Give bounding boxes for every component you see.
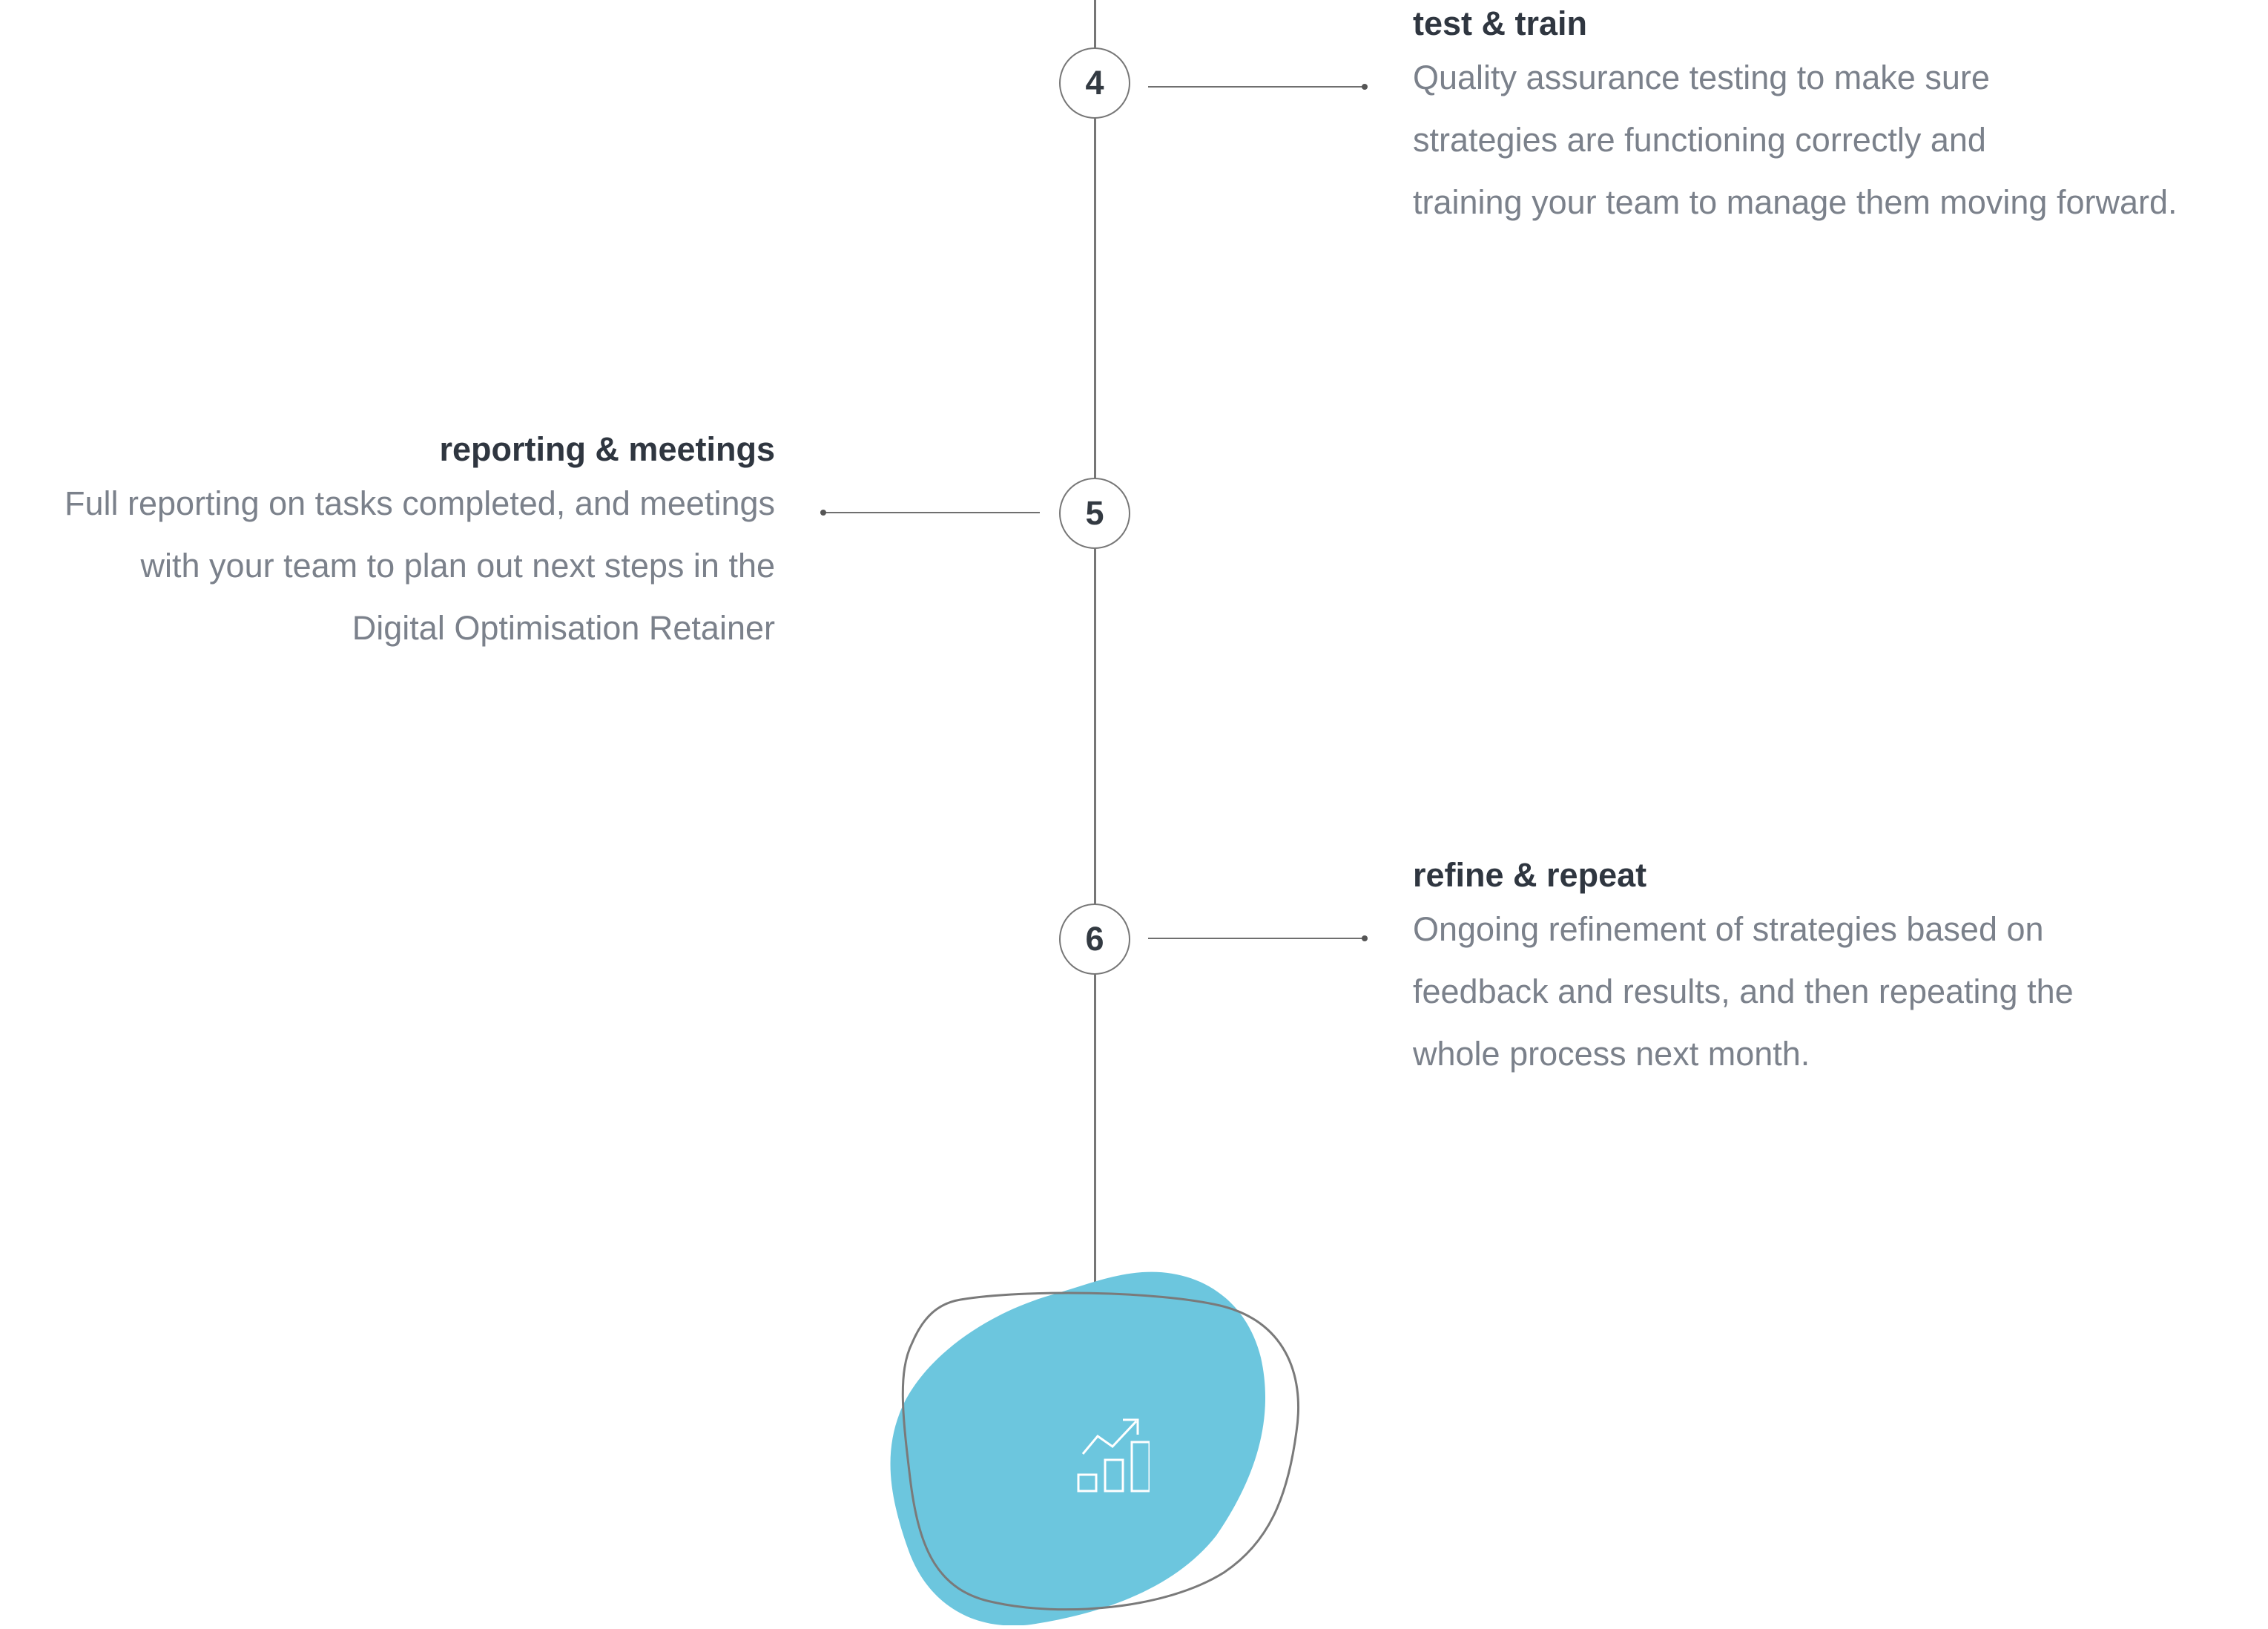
blob-outline [901, 1291, 1300, 1611]
step-title: refine & repeat [1413, 856, 1647, 894]
step-number: 5 [1085, 494, 1104, 532]
step-title: reporting & meetings [439, 430, 775, 468]
step-number: 6 [1085, 920, 1104, 958]
step-number: 4 [1085, 64, 1104, 102]
connector-dot [1362, 84, 1368, 90]
step-number-badge: 4 [1059, 47, 1130, 119]
step-5: reporting & meetings Full reporting on t… [0, 427, 775, 660]
step-number-badge: 5 [1059, 478, 1130, 549]
step-desc-line: Digital Optimisation Retainer [352, 609, 775, 647]
step-desc-line: feedback and results, and then repeating… [1413, 973, 2074, 1010]
step-desc-line: with your team to plan out next steps in… [140, 547, 775, 585]
step-connector [825, 512, 1040, 513]
step-desc-line: Full reporting on tasks completed, and m… [64, 484, 775, 522]
step-desc-line: Ongoing refinement of strategies based o… [1413, 910, 2044, 948]
step-desc-line: whole process next month. [1413, 1035, 1810, 1073]
step-connector [1148, 938, 1365, 939]
step-desc-line: strategies are functioning correctly and [1413, 121, 1986, 159]
step-4: test & train Quality assurance testing t… [1413, 1, 2268, 234]
step-desc-line: training your team to manage them moving… [1413, 183, 2178, 221]
end-blob [868, 1261, 1313, 1626]
step-number-badge: 6 [1059, 904, 1130, 975]
step-desc-line: Quality assurance testing to make sure [1413, 59, 1990, 96]
step-title: test & train [1413, 4, 1588, 42]
blob-fill [890, 1271, 1266, 1626]
timeline-spine [1094, 0, 1096, 1328]
connector-dot [820, 510, 826, 516]
step-connector [1148, 86, 1365, 88]
step-6: refine & repeat Ongoing refinement of st… [1413, 853, 2268, 1086]
growth-chart-icon [1077, 1418, 1150, 1493]
connector-dot [1362, 935, 1368, 941]
